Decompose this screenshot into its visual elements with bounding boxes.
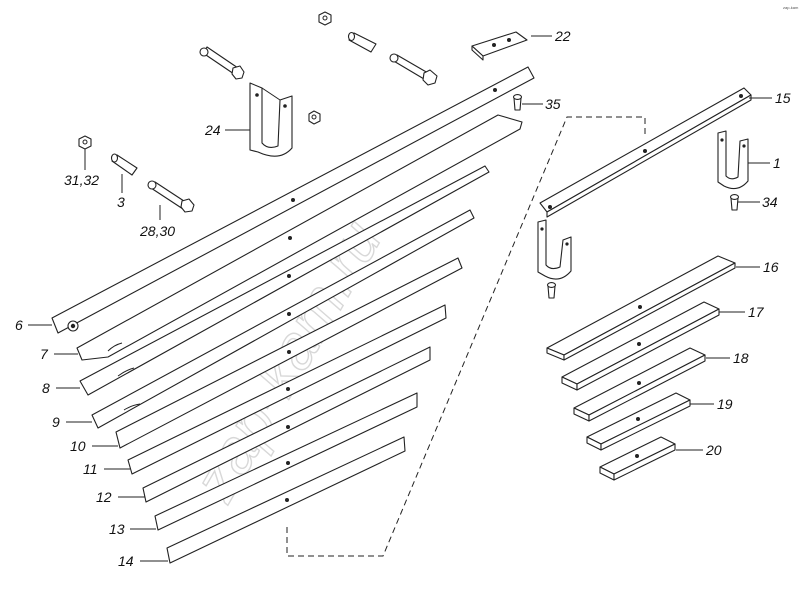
pin-3 (110, 153, 138, 176)
leader-lines (28, 35, 772, 562)
pin-35 (512, 94, 523, 111)
label-28-30: 28,30 (139, 223, 175, 239)
label-31-32: 31,32 (64, 172, 99, 188)
label-8: 8 (42, 380, 50, 396)
leaf-10 (115, 257, 463, 449)
u-bolt-24 (249, 82, 293, 157)
label-11: 11 (83, 461, 98, 477)
label-17: 17 (748, 304, 765, 320)
leaf-11 (127, 304, 447, 475)
label-9: 9 (52, 414, 60, 430)
label-15: 15 (775, 90, 791, 106)
pin-top (347, 31, 377, 53)
corner-mark: zap-kam (783, 5, 799, 10)
label-16: 16 (763, 259, 779, 275)
bolt-left-long (199, 46, 245, 80)
label-18: 18 (733, 350, 749, 366)
leaf-18 (573, 347, 706, 422)
u-bolt-right-middle (537, 219, 572, 280)
pin-right-bottom (546, 282, 557, 299)
label-19: 19 (717, 396, 733, 412)
pin-34 (729, 194, 740, 211)
leaf-17 (561, 301, 720, 391)
leaf-6 (51, 66, 535, 334)
label-24: 24 (204, 122, 221, 138)
label-35: 35 (545, 96, 561, 112)
label-14: 14 (118, 553, 134, 569)
label-6: 6 (15, 317, 23, 333)
nut-middle (308, 110, 321, 125)
leaf-16 (546, 255, 736, 361)
label-7: 7 (40, 346, 49, 362)
label-22: 22 (554, 28, 571, 44)
label-1: 1 (773, 155, 781, 171)
u-bolt-1 (717, 130, 749, 190)
leaf-8 (79, 165, 490, 396)
leaf-20 (599, 436, 676, 481)
label-13: 13 (109, 521, 125, 537)
part-labels: 6 7 8 9 10 11 12 13 14 24 31,32 3 28,30 … (15, 28, 791, 569)
bolt-28-30 (147, 180, 195, 213)
bolt-top-long (389, 53, 438, 86)
assembly-dashed-line (286, 116, 646, 557)
leaf-15 (539, 87, 752, 218)
label-10: 10 (70, 438, 86, 454)
leaf-7 (76, 114, 523, 361)
nut-top (318, 11, 332, 26)
label-3: 3 (117, 194, 125, 210)
plate-22 (471, 31, 528, 61)
nut-31-32 (78, 135, 92, 150)
label-20: 20 (705, 442, 722, 458)
label-34: 34 (762, 194, 778, 210)
leaf-14 (166, 436, 406, 564)
leaf-9 (91, 209, 475, 429)
leaf-19 (586, 392, 691, 451)
label-12: 12 (96, 489, 112, 505)
leaf-13 (154, 392, 418, 531)
